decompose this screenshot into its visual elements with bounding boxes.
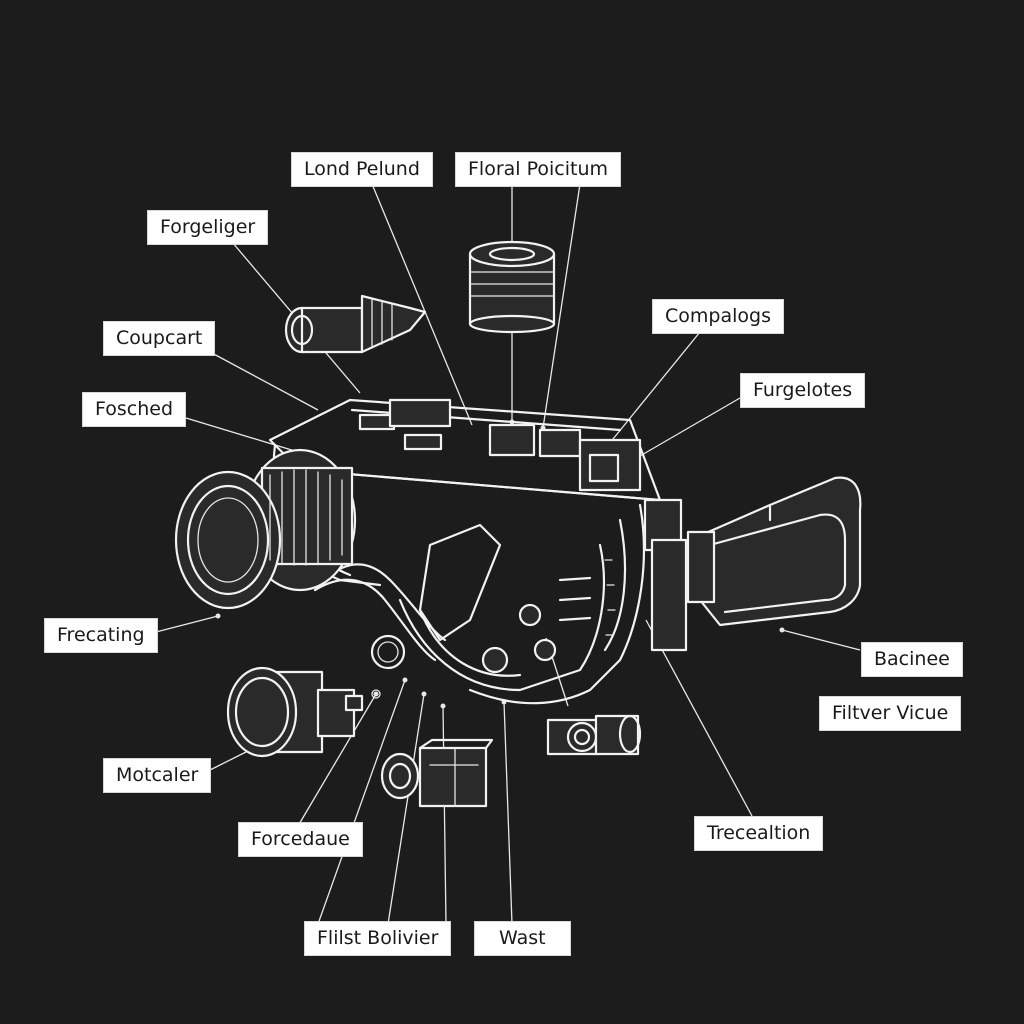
label-floral-poicitum: Floral Poicitum (455, 152, 622, 187)
label-trecealtion: Trecealtion (694, 816, 824, 851)
label-filtver-vicue: Filtver Vicue (819, 696, 962, 731)
leader-trecealtion (645, 619, 753, 817)
leader-dot (779, 627, 785, 633)
leader-dot (215, 613, 221, 619)
leader-compalogs (599, 331, 701, 456)
label-coupcart: Coupcart (103, 321, 216, 356)
stacked-cylinder (468, 240, 556, 334)
leader-wast (503, 701, 513, 925)
leader-coupcart (209, 351, 319, 411)
leader-dot (373, 691, 379, 697)
label-wast: Wast (474, 921, 571, 956)
leader-dot (421, 691, 427, 697)
leader-dot (402, 677, 408, 683)
leader-flilst-bolivier-b (387, 693, 425, 925)
label-fosched: Fosched (82, 392, 187, 427)
label-frecating: Frecating (44, 618, 158, 653)
leader-flilst-bolivier-a (317, 679, 406, 925)
camera-module (546, 714, 642, 756)
label-bacinee: Bacinee (861, 642, 963, 677)
leader-furgelotes (639, 397, 741, 457)
leader-dot (440, 703, 446, 709)
leader-motcaler (209, 749, 251, 771)
sensor-module (380, 738, 494, 808)
label-flilst-bolivier: Flilst Bolivier (304, 921, 452, 956)
lens-barrel (174, 448, 357, 610)
leader-bacinee (781, 629, 861, 651)
head-strap (686, 476, 862, 627)
leader-floral-poicitum-b (542, 183, 581, 429)
label-furgelotes: Furgelotes (740, 373, 866, 408)
leader-flilst-bolivier-c (442, 705, 447, 925)
label-forgeliger: Forgeliger (147, 210, 269, 245)
leader-lond-pelund (371, 183, 473, 426)
leader-frecating (155, 615, 219, 633)
small-lens-top (284, 294, 427, 354)
label-forcedaue: Forcedaue (238, 822, 363, 857)
leader-forcedaue (297, 693, 377, 827)
label-compalogs: Compalogs (652, 299, 784, 334)
small-lens-bottom (226, 666, 381, 758)
label-lond-pelund: Lond Pelund (291, 152, 433, 187)
label-motcaler: Motcaler (103, 758, 212, 793)
leader-lines (155, 183, 861, 925)
